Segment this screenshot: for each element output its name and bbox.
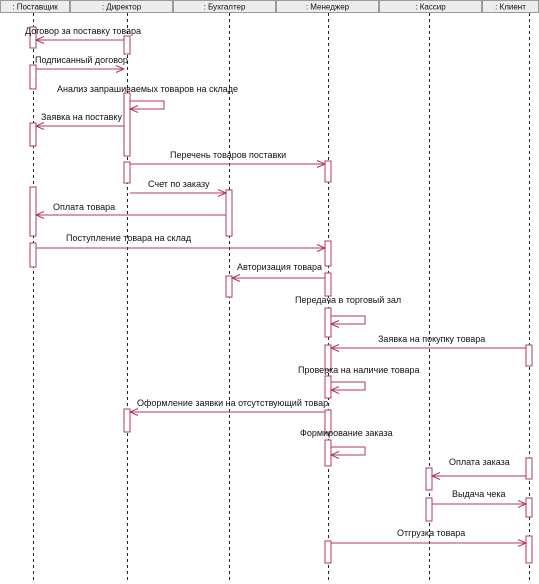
arrow-head (34, 211, 45, 219)
message-label: Оформление заявки на отсутствующий товар (137, 398, 328, 408)
activation-bar-manager (324, 272, 332, 297)
message-16: Выдача чека (432, 489, 528, 508)
message-10: Передача в торговый зал (295, 295, 401, 328)
message-label: Заявка на поставку (41, 112, 122, 122)
activation-bar-client (525, 535, 533, 564)
message-9: Авторизация товара (230, 262, 325, 282)
message-15: Оплата заказа (430, 457, 526, 480)
message-label: Проверка на наличие товара (298, 365, 420, 375)
message-label: Перечень товаров поставки (170, 150, 286, 160)
message-5: Перечень товаров поставки (130, 150, 327, 168)
message-12: Проверка на наличие товара (298, 365, 420, 394)
participant-label-cashier: : Кассир (415, 3, 446, 12)
message-6: Счет по заказу (130, 179, 228, 197)
message-label: Передача в торговый зал (295, 295, 401, 305)
activation-bar-manager (324, 307, 332, 338)
arrow-head (128, 105, 139, 113)
activation-bar-supplier (29, 122, 37, 147)
activation-bar-cashier (425, 497, 433, 522)
arrow-head (316, 244, 327, 252)
activation-bar-client (525, 457, 533, 480)
message-label: Авторизация товара (237, 262, 322, 272)
arrow-head (128, 408, 139, 416)
message-13: Оформление заявки на отсутствующий товар (128, 398, 328, 416)
activation-bar-director (123, 92, 131, 157)
message-7: Оплата товара (34, 202, 226, 219)
header-cell-manager[interactable] (276, 0, 379, 13)
message-label: Оплата товара (53, 202, 115, 212)
participant-header: : Поставщик : Директор : Бухгалтер : Менедж… (0, 0, 539, 13)
activation-bar-manager (324, 540, 332, 564)
activation-bar-supplier (29, 186, 37, 237)
activation-bar-client (525, 344, 533, 367)
message-17: Отгрузка товара (331, 528, 528, 547)
message-label: Договор за поставку товара (25, 26, 141, 36)
activation-bar-director (123, 161, 131, 184)
self-message-line (331, 315, 366, 325)
arrow-head (34, 36, 45, 44)
arrow-head (230, 274, 241, 282)
activation-bars (29, 26, 533, 564)
message-label: Анализ запрашиваемых товаров на складе (57, 84, 238, 94)
participant-label-director: : Директор (102, 3, 142, 12)
participant-label-supplier: : Поставщик (12, 3, 58, 12)
message-label: Выдача чека (452, 489, 506, 499)
message-label: Поступление товара на склад (66, 233, 192, 243)
message-14: Формирование заказа (300, 428, 393, 459)
activation-bar-manager (324, 240, 332, 267)
activation-bar-director (123, 35, 131, 55)
arrow-head (430, 472, 441, 480)
arrow-head (34, 122, 45, 130)
arrow-head (517, 539, 528, 547)
arrow-head (115, 65, 126, 73)
self-message-line (331, 381, 366, 391)
self-message-line (130, 100, 165, 110)
message-2: Подписанный договор (35, 55, 128, 73)
activation-bar-supplier (29, 242, 37, 268)
activation-bar-director (123, 408, 131, 433)
self-message-line (331, 446, 366, 456)
message-1: Договор за поставку товара (25, 26, 141, 44)
message-label: Оплата заказа (449, 457, 510, 467)
activation-bar-manager (324, 409, 332, 434)
activation-bar-manager (324, 375, 332, 399)
arrow-head (217, 189, 228, 197)
message-3: Анализ запрашиваемых товаров на складе (57, 84, 238, 113)
message-label: Подписанный договор (35, 55, 128, 65)
message-label: Формирование заказа (300, 428, 393, 438)
message-11: Заявка на покупку товара (329, 334, 526, 352)
message-label: Счет по заказу (148, 179, 210, 189)
message-label: Заявка на покупку товара (378, 334, 485, 344)
header-cell-accountant[interactable] (173, 0, 276, 13)
message-4: Заявка на поставку (34, 112, 124, 130)
arrow-head (316, 160, 327, 168)
arrow-head (329, 451, 340, 459)
activation-bar-cashier (425, 467, 433, 491)
message-8: Поступление товара на склад (36, 233, 327, 252)
arrow-head (329, 320, 340, 328)
header-cell-supplier[interactable] (0, 0, 70, 13)
activation-bar-client (525, 497, 533, 518)
activation-bar-supplier (29, 64, 37, 90)
participant-label-manager: : Менеджер (306, 3, 350, 12)
header-cell-cashier[interactable] (379, 0, 482, 13)
activation-bar-manager (324, 344, 332, 371)
activation-bar-accountant (225, 275, 233, 298)
arrow-head (329, 386, 340, 394)
participant-label-accountant: : Бухгалтер (204, 3, 246, 12)
header-cell-director[interactable] (70, 0, 173, 13)
activation-bar-manager (324, 160, 332, 183)
message-label: Отгрузка товара (397, 528, 465, 538)
arrow-head (329, 344, 340, 352)
activation-bar-accountant (225, 189, 233, 237)
activation-bar-manager (324, 439, 332, 467)
participant-label-client: : Клиент (495, 3, 526, 12)
arrow-head (517, 500, 528, 508)
activation-bar-supplier (29, 26, 37, 49)
